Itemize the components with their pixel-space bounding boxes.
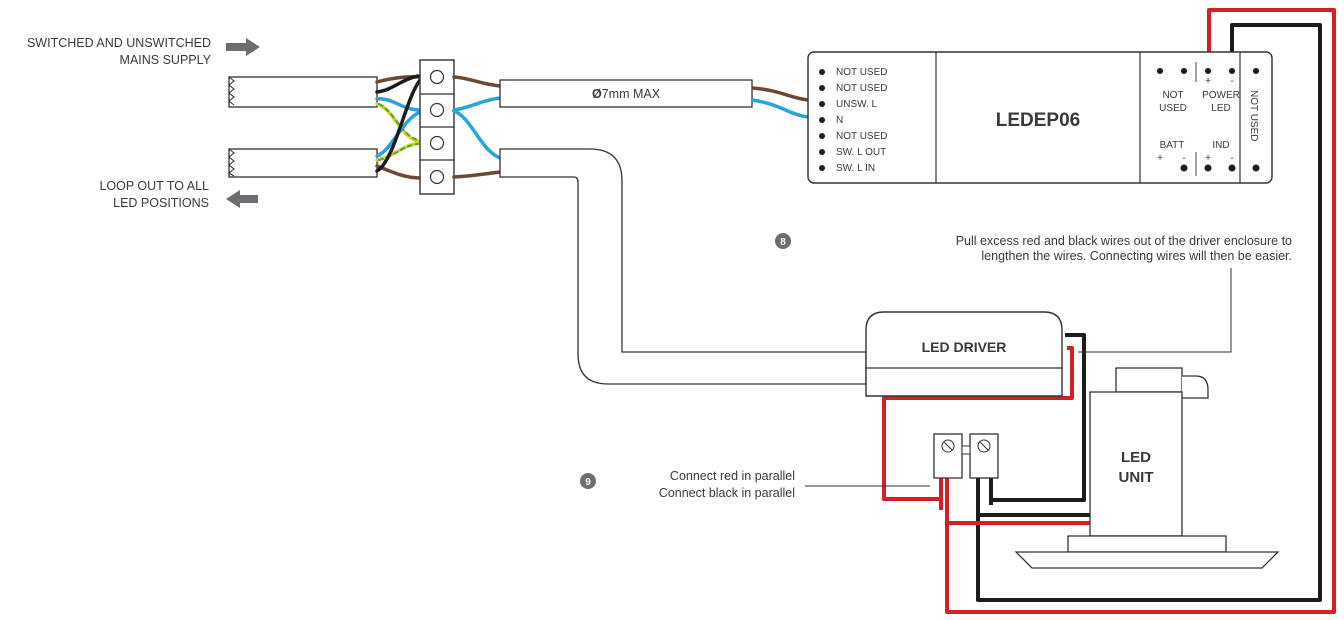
ind-minus: - — [1230, 153, 1233, 164]
step-8-line2: lengthen the wires. Connecting wires wil… — [981, 249, 1292, 263]
arrow-right-icon — [226, 38, 260, 56]
arrow-left-icon — [226, 190, 258, 208]
loop-out-label-line1: LOOP OUT TO ALL — [99, 179, 209, 193]
not-used-label-2: USED — [1159, 103, 1187, 114]
led-unit-label-line1: LED — [1121, 449, 1151, 466]
step-8-number: 8 — [780, 237, 786, 248]
step-9-line2: Connect black in parallel — [659, 486, 795, 500]
step-8-line1: Pull excess red and black wires out of t… — [956, 234, 1292, 248]
step-9-number: 9 — [585, 477, 591, 488]
terminal-7-label: SW. L IN — [836, 163, 875, 174]
power-plus: + — [1205, 76, 1211, 87]
led-unit — [1014, 367, 1280, 569]
power-led-label: POWER — [1202, 90, 1240, 101]
loop-out-label-line2: LED POSITIONS — [113, 196, 209, 210]
ind-plus: + — [1205, 153, 1211, 164]
mains-supply-cable — [228, 76, 378, 108]
power-led-label-2: LED — [1211, 103, 1230, 114]
driver-supply-cable — [499, 148, 867, 385]
led-driver-label: LED DRIVER — [922, 339, 1007, 355]
parallel-connector — [933, 433, 999, 479]
cable-size-label: Ø7mm MAX — [592, 87, 661, 101]
batt-plus: + — [1157, 153, 1163, 164]
ledep06-module — [807, 51, 1273, 184]
terminal-3-label: UNSW. L — [836, 99, 878, 110]
step-9-line1: Connect red in parallel — [670, 469, 795, 483]
batt-minus: - — [1182, 153, 1185, 164]
module-supply-cable — [499, 79, 809, 119]
terminal-4-label: N — [836, 115, 843, 126]
terminal-5-label: NOT USED — [836, 131, 888, 142]
power-minus: - — [1230, 76, 1233, 87]
right-wires — [452, 75, 502, 179]
left-wires — [375, 74, 422, 180]
terminal-6-label: SW. L OUT — [836, 147, 886, 158]
loop-out-cable — [228, 148, 378, 178]
supply-label-line2: MAINS SUPPLY — [120, 53, 212, 67]
terminal-block — [419, 59, 455, 195]
not-used-label: NOT — [1162, 90, 1183, 101]
module-terminal-dots — [819, 69, 825, 171]
module-name: LEDEP06 — [996, 110, 1080, 131]
ind-label: IND — [1212, 140, 1229, 151]
module-right-dots — [1157, 68, 1260, 172]
led-wiring — [882, 8, 1336, 614]
terminal-2-label: NOT USED — [836, 83, 888, 94]
supply-label-line1: SWITCHED AND UNSWITCHED — [27, 36, 211, 50]
step-8-leader — [1078, 268, 1232, 353]
led-driver — [865, 311, 1063, 397]
led-unit-label-line2: UNIT — [1119, 469, 1154, 486]
terminal-1-label: NOT USED — [836, 67, 888, 78]
step-8-badge — [775, 233, 791, 249]
step-9-badge — [580, 473, 596, 489]
side-not-used-label: NOT USED — [1248, 90, 1259, 142]
batt-label: BATT — [1160, 140, 1185, 151]
